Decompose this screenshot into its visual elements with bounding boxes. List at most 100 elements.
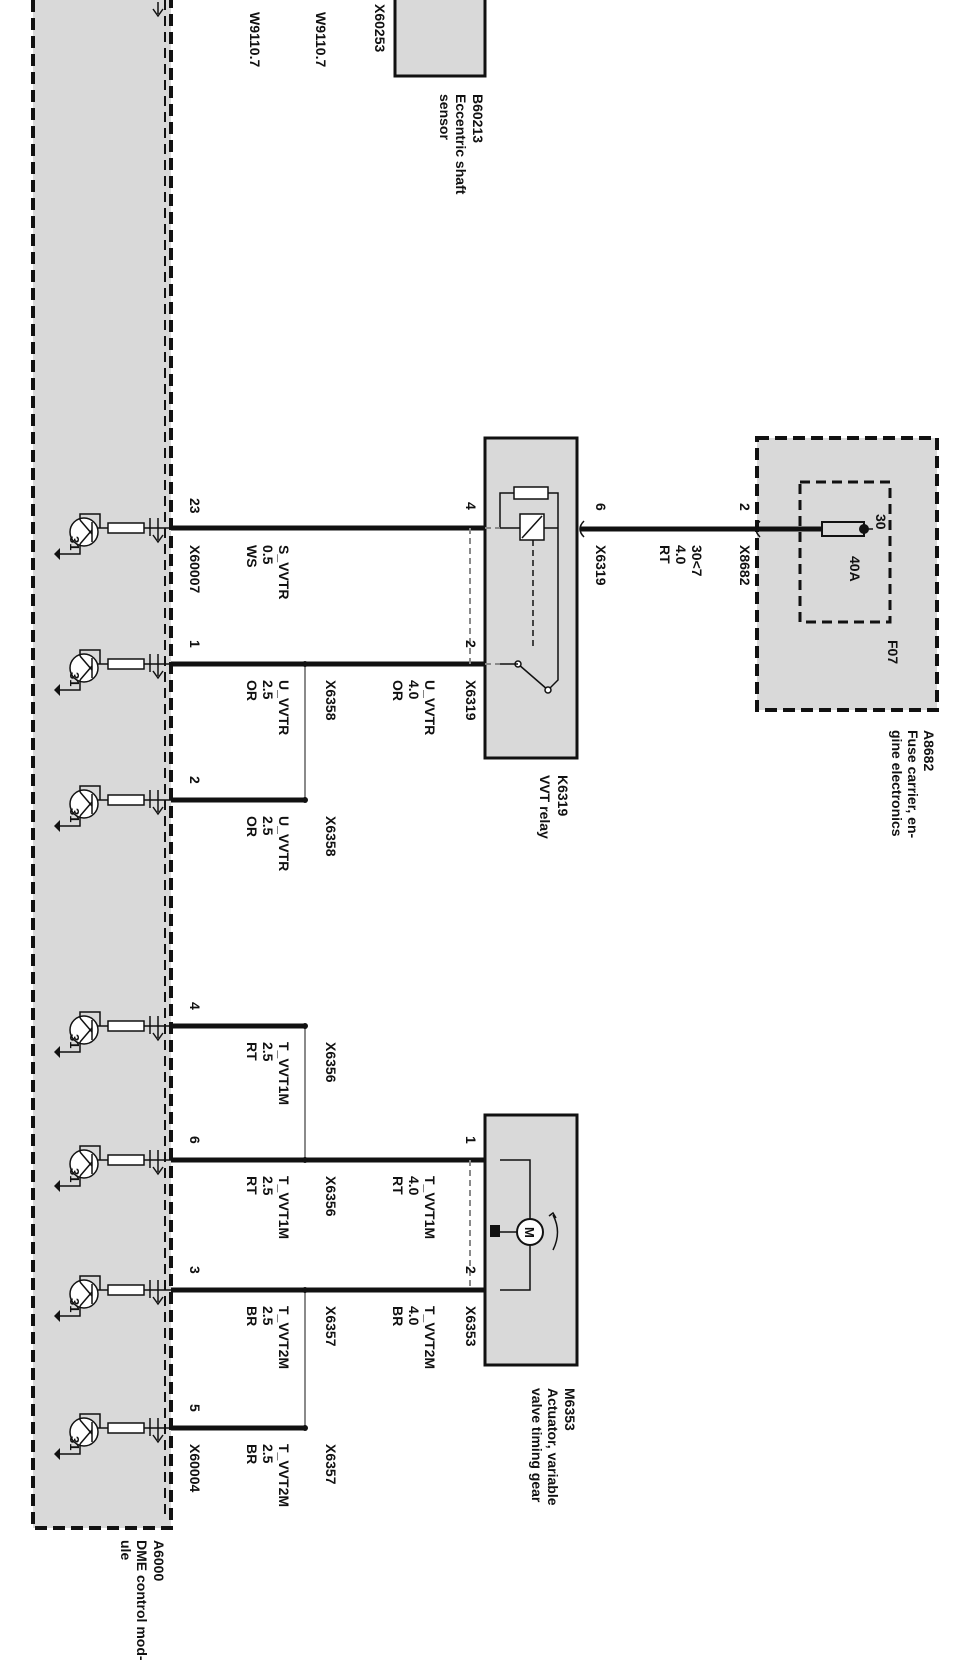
driver-resistor — [107, 794, 145, 806]
dme-line1: DME control mod- — [134, 1540, 150, 1661]
driver-resistor — [107, 1284, 145, 1296]
rotation-arrow-icon — [548, 1211, 557, 1219]
pin-relay-2: 2 — [463, 640, 479, 648]
relay-contact-dot — [544, 686, 552, 694]
motor-rotation-arc — [552, 1214, 559, 1251]
transistor-icon — [69, 1015, 99, 1045]
sensor-b60213-id: B60213 — [470, 94, 486, 143]
transistor-icon — [69, 1149, 99, 1179]
driver-ground-lead — [60, 1042, 81, 1053]
ground-label: 31 — [67, 672, 82, 686]
driver-collector-lead — [79, 649, 101, 664]
transistor-icon — [69, 653, 99, 683]
driver-collector-lead — [79, 1011, 101, 1026]
relay-switch-arm — [517, 663, 549, 691]
driver-ground-lead — [60, 1306, 81, 1317]
ground-icon — [54, 548, 60, 560]
driver-ground-lead — [60, 680, 81, 691]
ground-label: 31 — [67, 808, 82, 822]
transistor-collector — [79, 791, 93, 807]
pin-dme-4: 4 — [187, 1002, 203, 1010]
conn-x6319-a: X6319 — [593, 545, 609, 586]
driver-arrow-icon — [152, 1434, 164, 1444]
size-u-vvtr-c: 2.5 — [260, 816, 276, 836]
transistor-icon — [69, 1417, 99, 1447]
driver-ground-lead — [60, 816, 81, 827]
relay-contact-upper — [547, 528, 559, 691]
driver-resistor — [107, 1020, 145, 1032]
motor-lead-top — [500, 1159, 531, 1219]
driver-arrow-icon — [152, 1166, 164, 1176]
conn-x60007: X60007 — [187, 545, 203, 593]
color-u-vvtr-c: OR — [244, 816, 260, 837]
color-t-vvt1m-c: RT — [244, 1176, 260, 1195]
size-t-vvt1m-b: 4.0 — [406, 1176, 422, 1196]
ground-label: 31 — [67, 1436, 82, 1450]
relay-coil-diagonal — [521, 515, 543, 539]
conn-x8682: X8682 — [737, 545, 753, 586]
size-u-vvtr-b: 2.5 — [260, 680, 276, 700]
fuse-carrier-line2: gine electronics — [889, 730, 905, 837]
conn-x6319-b: X6319 — [463, 680, 479, 721]
transistor-collector — [79, 519, 93, 535]
size-t-vvt2m-a: 4.0 — [406, 1306, 422, 1326]
color-30: RT — [657, 545, 673, 564]
driver-resistor — [107, 1422, 145, 1434]
pin-relay-6: 6 — [593, 503, 609, 511]
size-u-vvtr-a: 4.0 — [406, 680, 422, 700]
ground-icon — [54, 1180, 60, 1192]
driver-arrow-icon — [152, 670, 164, 680]
sig-t-vvt2m-b: T_VVT2M — [276, 1306, 292, 1369]
transistor-collector — [79, 1151, 93, 1167]
sig-u-vvtr-a: U_VVTR — [422, 680, 438, 735]
pin-actuator-1: 1 — [463, 1136, 479, 1144]
actuator-id: M6353 — [562, 1388, 578, 1431]
conn-x6358-b: X6358 — [323, 816, 339, 857]
ground-label: 31 — [67, 1034, 82, 1048]
size-t-vvt1m-c: 2.5 — [260, 1176, 276, 1196]
fuse-terminal-label: 30 — [873, 514, 889, 530]
connector-w9110-a: W9110.7 — [313, 12, 329, 67]
ground-icon — [54, 1448, 60, 1460]
color-u-vvtr-a: OR — [390, 680, 406, 701]
transistor-collector — [79, 1419, 93, 1435]
ground-icon — [54, 1310, 60, 1322]
sig-t-vvt1m-c: T_VVT1M — [276, 1176, 292, 1239]
size-t-vvt2m-b: 2.5 — [260, 1306, 276, 1326]
connector-x60253: X60253 — [372, 4, 388, 52]
connector-w9110-b: W9110.7 — [247, 12, 263, 67]
splice-dot-x6357-b — [302, 1425, 308, 1431]
fuse-carrier-line1: Fuse carrier, en- — [905, 730, 921, 839]
pin-dme-1: 1 — [187, 640, 203, 648]
ground-icon — [54, 1046, 60, 1058]
conn-x60004: X60004 — [187, 1444, 203, 1492]
splice-dot-x6356-b — [302, 1157, 308, 1163]
size-30: 4.0 — [673, 545, 689, 565]
actuator-line1: Actuator, variable — [545, 1388, 561, 1506]
relay-id: K6319 — [555, 775, 571, 816]
ground-icon — [54, 820, 60, 832]
ground-label: 31 — [67, 1298, 82, 1312]
conn-x6353: X6353 — [463, 1306, 479, 1347]
pin-dme-3: 3 — [187, 1266, 203, 1274]
splice-dot-x6357-a — [302, 1287, 308, 1293]
pin-relay-4: 4 — [463, 502, 479, 510]
connector-x6319-mark — [579, 520, 585, 538]
driver-ground-lead — [60, 1176, 81, 1187]
actuator-line2: valve timing gear — [529, 1388, 545, 1503]
pin-x8682: 2 — [737, 503, 753, 511]
transistor-icon — [69, 1279, 99, 1309]
sig-30: 30<7 — [689, 545, 705, 577]
driver-collector-lead — [79, 785, 101, 800]
splice-dot-x6358-a — [302, 661, 308, 667]
dme-module-box — [31, 0, 173, 1530]
color-s-vvtr: WS — [244, 545, 260, 568]
connector-x8682-mark — [755, 520, 761, 538]
sig-t-vvt1m-b: T_VVT1M — [422, 1176, 438, 1239]
fuse-icon — [821, 521, 865, 537]
transistor-collector — [79, 1281, 93, 1297]
driver-arrow-icon — [152, 1296, 164, 1306]
pin-dme-2: 2 — [187, 776, 203, 784]
dme-line2: ule — [118, 1540, 134, 1560]
driver-arrow-icon — [152, 806, 164, 816]
